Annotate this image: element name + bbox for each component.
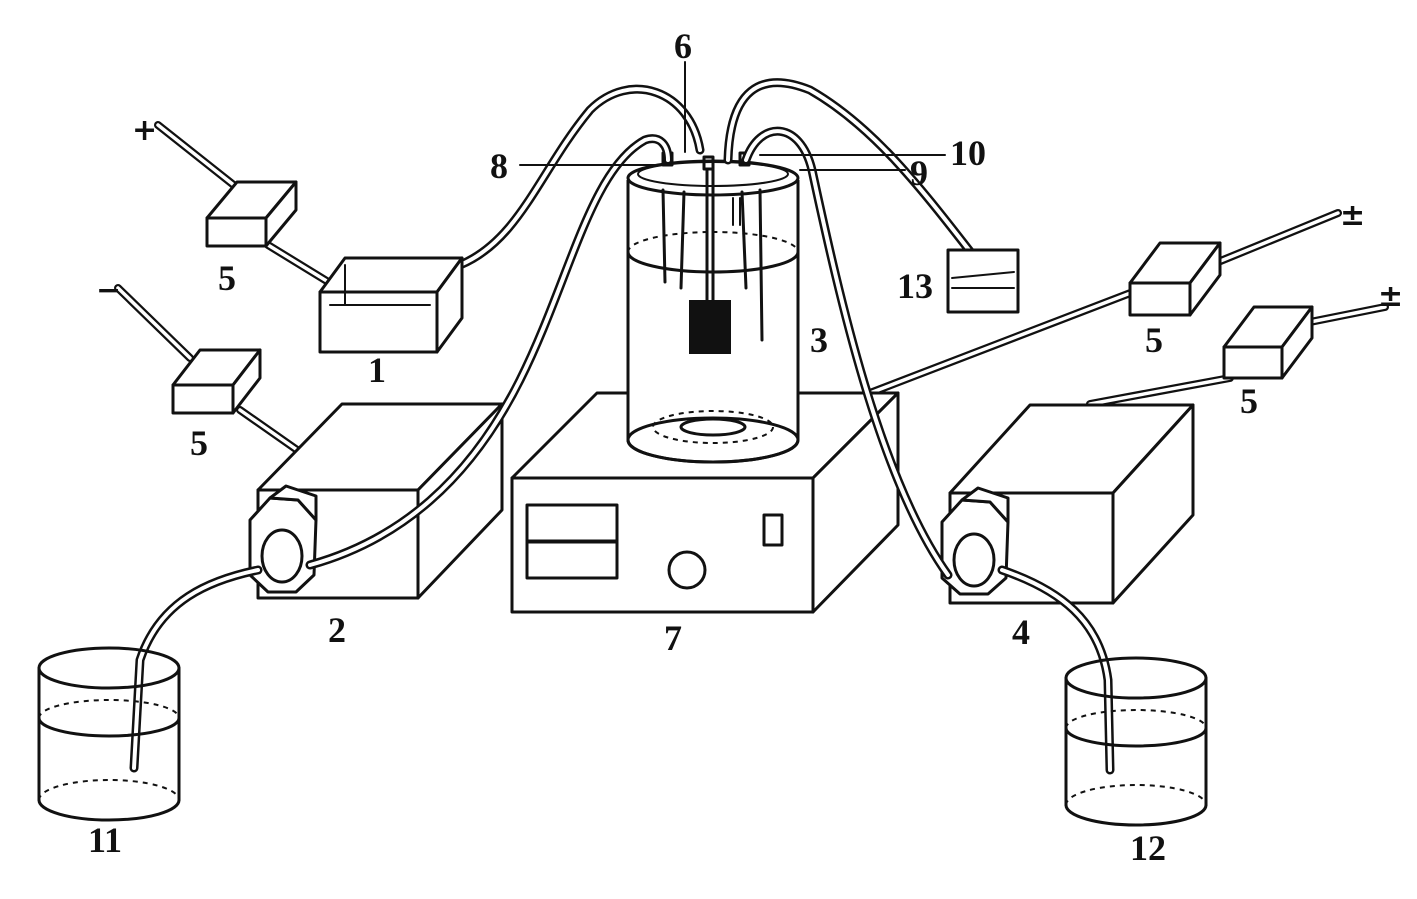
label-13: 13 — [897, 266, 933, 306]
stirrer-display-bottom — [525, 540, 619, 580]
label-7: 7 — [664, 618, 682, 658]
label-5-left-bottom: 5 — [190, 423, 208, 463]
plus-minus-sign-top: ± — [1340, 198, 1365, 233]
label-5-left-top: 5 — [218, 258, 236, 298]
beaker-11 — [37, 646, 181, 822]
label-5-right-top: 5 — [1145, 320, 1163, 360]
label-9: 9 — [910, 153, 928, 193]
reactor-vessel — [626, 151, 800, 464]
magnetic-stirrer — [510, 391, 900, 614]
label-2: 2 — [328, 610, 346, 650]
beaker-12 — [1064, 656, 1208, 827]
power-wires — [114, 121, 1389, 456]
labels: 1 2 3 4 5 5 5 5 6 7 8 9 10 11 12 13 — [88, 26, 1258, 868]
label-5-right-bottom: 5 — [1240, 381, 1258, 421]
leader-lines — [519, 61, 946, 171]
power-box-left-bottom — [171, 348, 262, 415]
stirrer-switch — [762, 513, 784, 547]
peristaltic-pump-left — [248, 402, 504, 600]
label-8: 8 — [490, 146, 508, 186]
plus-sign: + — [132, 113, 157, 148]
label-6: 6 — [674, 26, 692, 66]
power-box-right-bottom — [1222, 305, 1314, 380]
label-3: 3 — [810, 320, 828, 360]
peristaltic-pump-right — [940, 403, 1195, 605]
stirrer-knob — [667, 550, 707, 590]
collector-13 — [946, 248, 1020, 314]
minus-sign: − — [96, 273, 121, 308]
label-11: 11 — [88, 820, 122, 860]
label-4: 4 — [1012, 612, 1030, 652]
power-box-left-top — [205, 180, 298, 248]
reservoir-1 — [318, 256, 464, 354]
power-box-right-top — [1128, 241, 1222, 317]
stirrer-paddle — [689, 300, 731, 354]
plus-minus-sign-bottom: ± — [1378, 279, 1403, 314]
label-1: 1 — [368, 350, 386, 390]
polarity-signs: + − ± ± — [96, 113, 1403, 314]
label-10: 10 — [950, 133, 986, 173]
label-12: 12 — [1130, 828, 1166, 868]
